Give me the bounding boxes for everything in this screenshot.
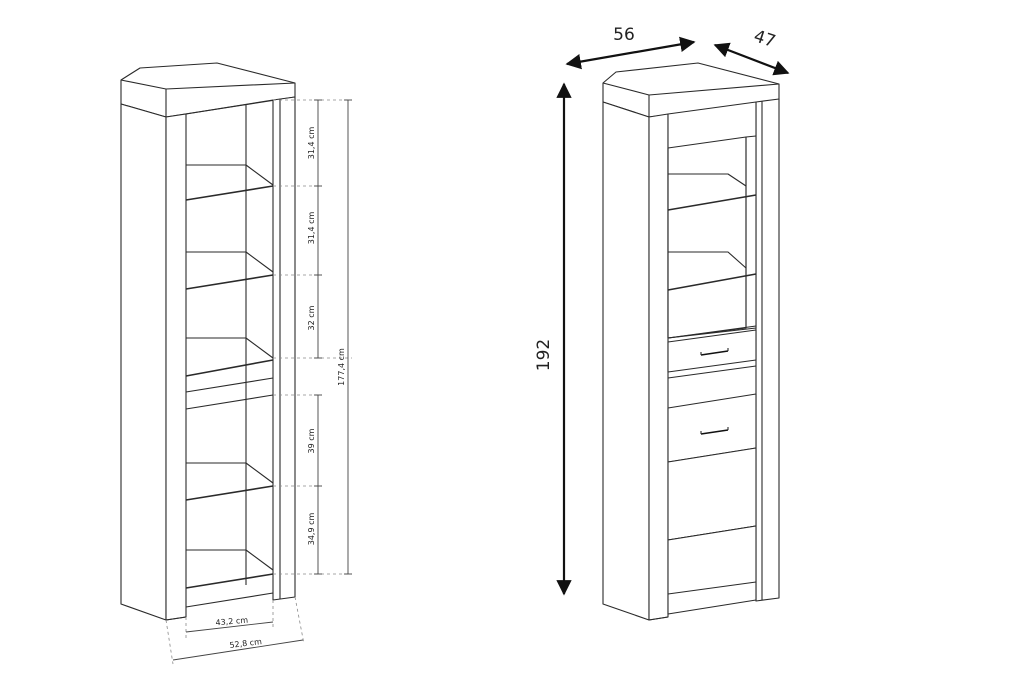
cabinet-plinth	[667, 525, 757, 615]
open-corner-cabinet	[120, 62, 296, 621]
upper-drawer[interactable]	[667, 329, 757, 373]
bottom-door[interactable]	[667, 447, 757, 541]
upper-drawer-handle[interactable]	[700, 350, 729, 356]
cabinet-shelves	[185, 164, 274, 608]
left-extension-lines	[273, 99, 352, 575]
front-left-post	[648, 113, 669, 621]
shelf-height-label-5: 34,9 cm	[307, 513, 316, 546]
shelf-height-dimensions: 31,4 cm 31,4 cm 32 cm 39 cm 34,9 cm	[307, 99, 322, 575]
cabinet-side-panel	[120, 103, 167, 621]
shelf-height-label-2: 31,4 cm	[307, 212, 316, 245]
height-label: 192	[534, 339, 554, 371]
depth-label: 47	[751, 26, 778, 52]
front-right-post	[755, 98, 780, 602]
inner-width-label: 43,2 cm	[215, 616, 248, 628]
width-label: 56	[613, 25, 635, 45]
glass-door[interactable]	[667, 101, 757, 339]
cabinet-side-panel-right	[602, 101, 650, 621]
cabinet-left-post	[165, 113, 187, 621]
shelf-height-label-3: 32 cm	[307, 305, 316, 330]
shelf-height-label-4: 39 cm	[307, 428, 316, 453]
outer-width-label: 52,8 cm	[229, 637, 263, 650]
lower-drawer-handle[interactable]	[700, 429, 729, 435]
total-height-label: 177,4 cm	[337, 348, 346, 386]
shelf-height-label-1: 31,4 cm	[307, 127, 316, 160]
bottom-width-dimensions: 43,2 cm 52,8 cm	[165, 596, 305, 665]
cabinet-top	[120, 62, 296, 118]
closed-corner-cabinet	[602, 62, 780, 621]
depth-arrow	[713, 42, 790, 76]
cabinet-right-post	[272, 96, 296, 601]
width-arrow	[565, 36, 696, 70]
total-height-dimension: 177,4 cm	[337, 99, 352, 575]
